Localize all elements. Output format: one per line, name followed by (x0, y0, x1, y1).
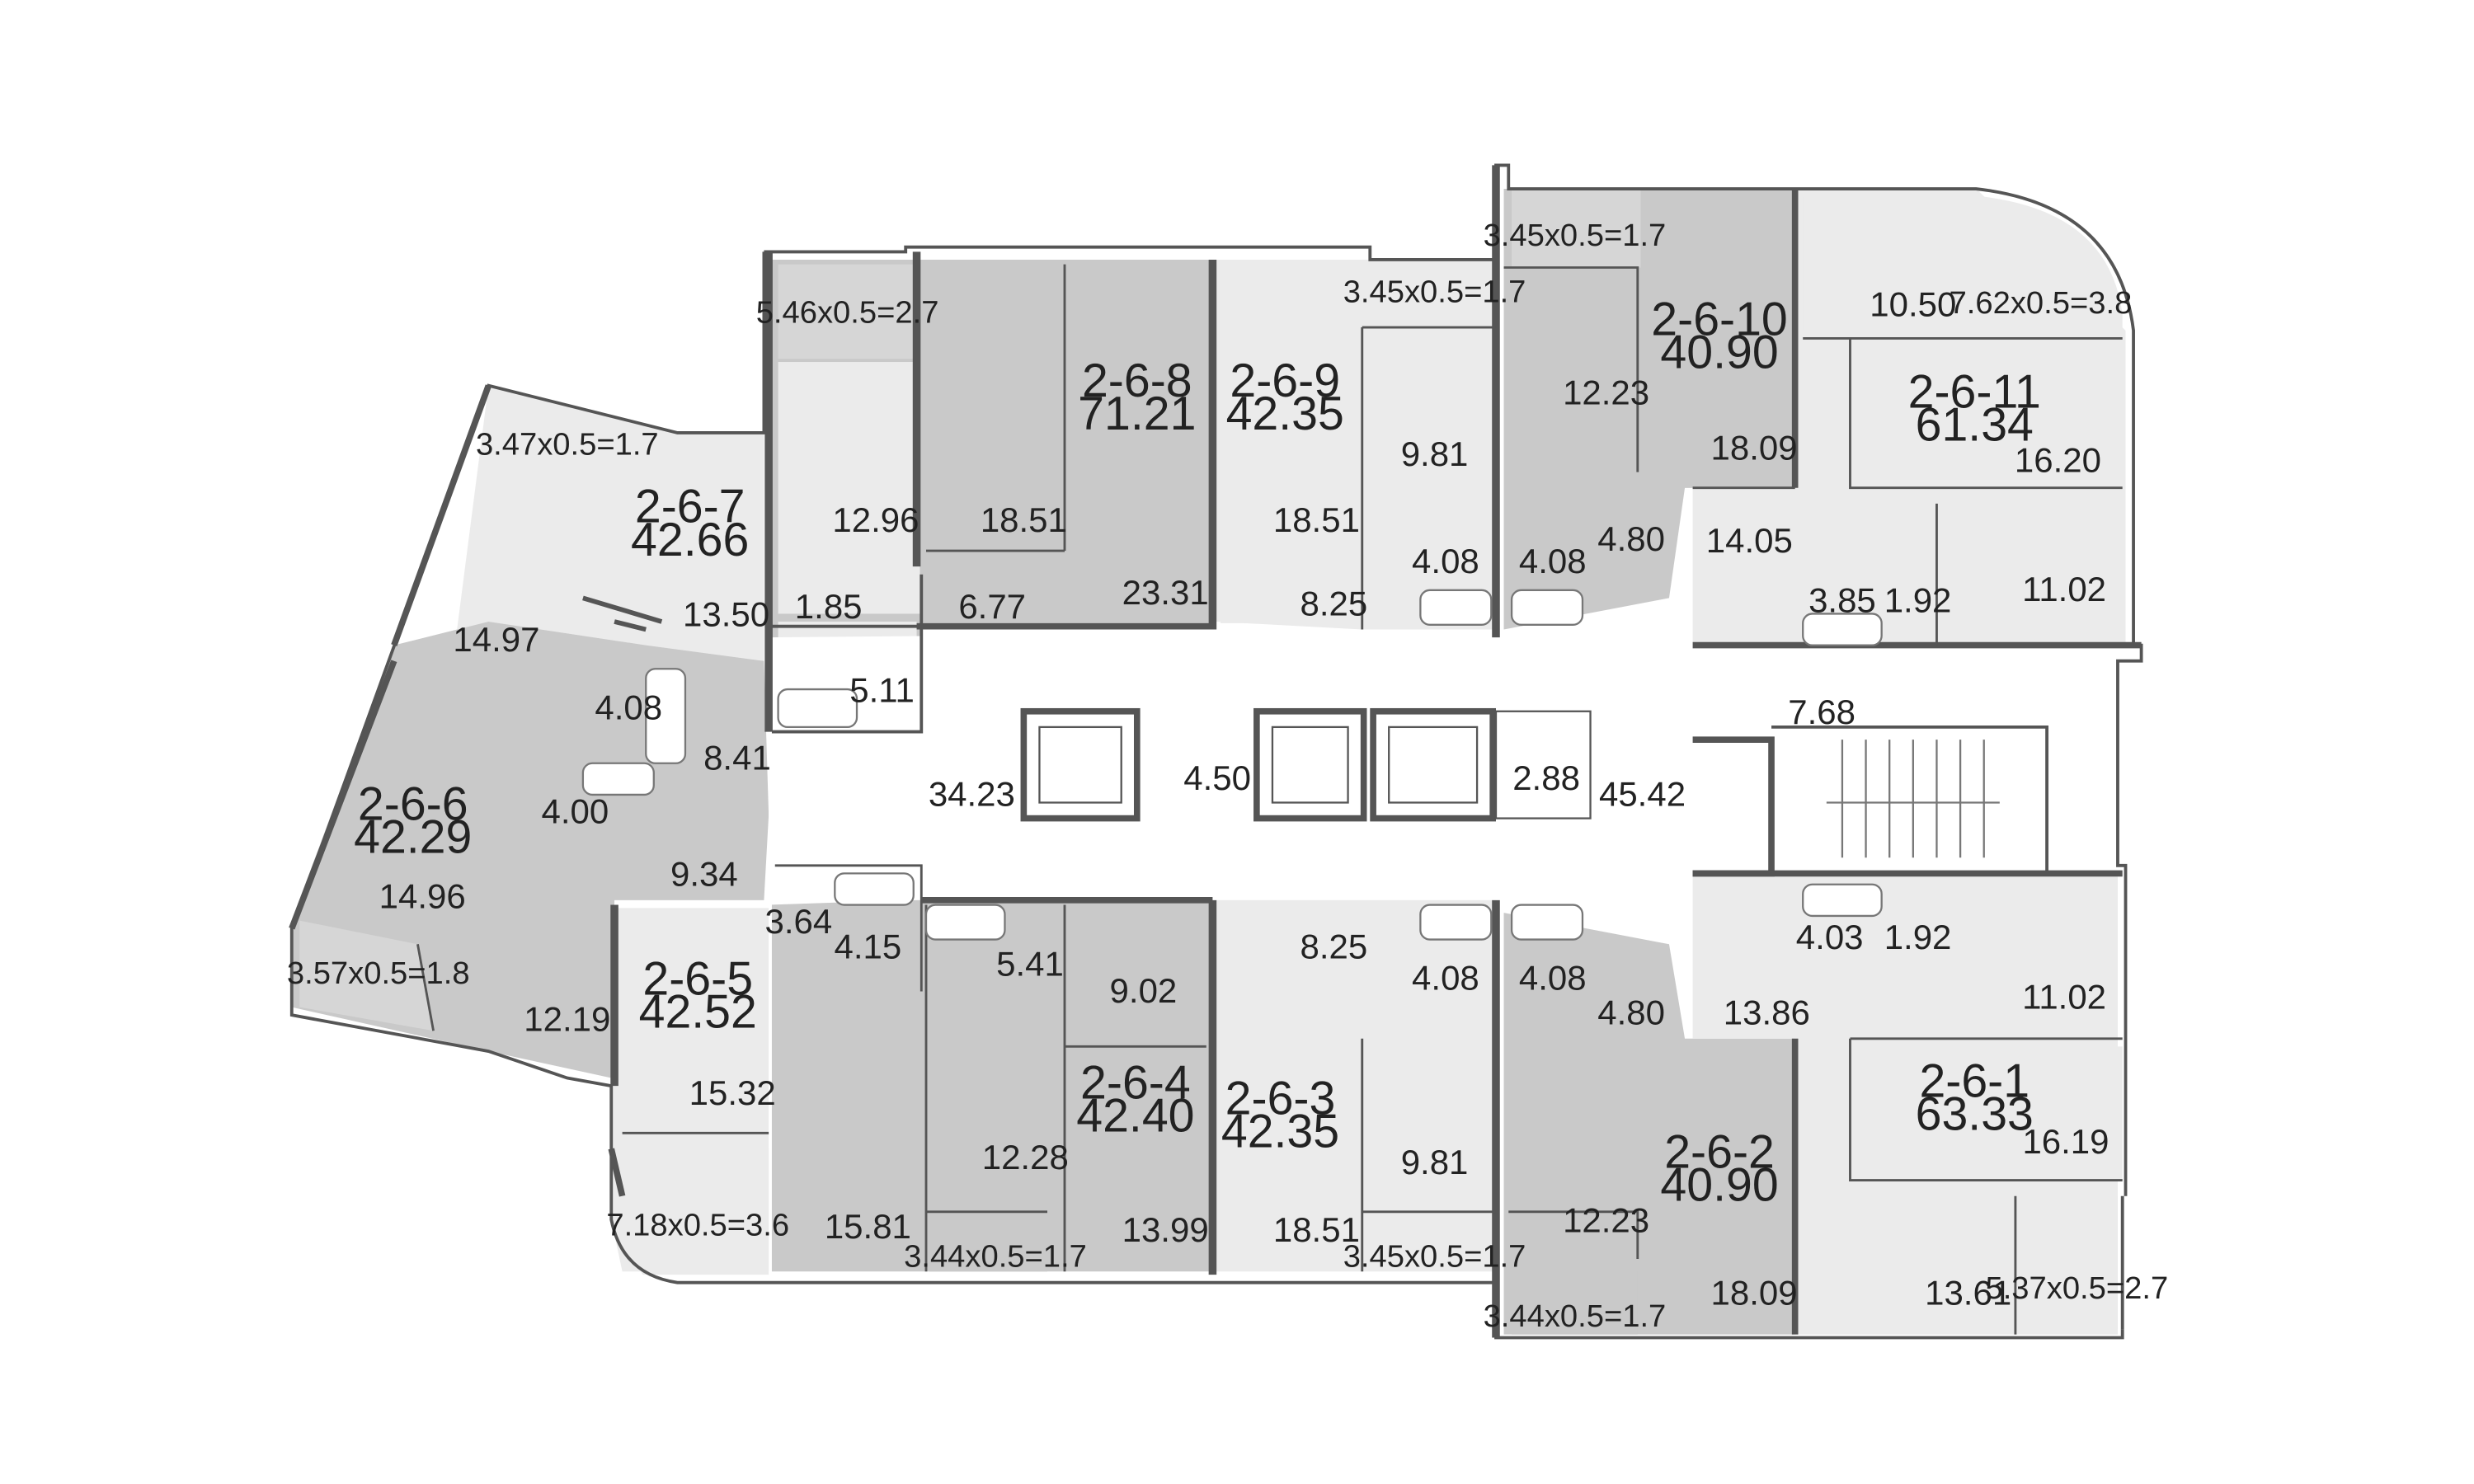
apartment-id: 2-6-8 (1082, 355, 1192, 407)
room-area: 34.23 (929, 774, 1015, 813)
room-area: 4.15 (835, 927, 902, 965)
apartment-id: 2-6-11 (1908, 365, 2041, 418)
apartment-2-6-7-area[interactable] (457, 385, 764, 661)
room-area: 14.05 (1706, 521, 1793, 560)
apartment-area: 71.21 (1078, 387, 1196, 440)
room-area: 5.41 (996, 944, 1064, 983)
room-area: 9.02 (1110, 971, 1178, 1010)
room-area: 12.28 (982, 1138, 1069, 1176)
apartment-id: 2-6-1 (1919, 1054, 2030, 1107)
apartment-area: 40.90 (1660, 1158, 1778, 1211)
room-area: 12.96 (832, 500, 919, 539)
room-area: 45.42 (1599, 774, 1686, 813)
apartment-area: 42.66 (631, 514, 749, 566)
balcony-area: 3.47x0.5=1.7 (476, 427, 659, 463)
room-area: 9.81 (1401, 1143, 1469, 1181)
room-area: 18.09 (1711, 428, 1798, 467)
balcony-area: 3.45x0.5=1.7 (1343, 274, 1526, 309)
room-area: 1.92 (1884, 581, 1952, 620)
apartment-id: 2-6-7 (635, 481, 745, 533)
room-area: 9.81 (1401, 434, 1469, 473)
apartment-2-6-3-area[interactable] (1216, 899, 1496, 1272)
apartment-area: 42.35 (1226, 387, 1344, 440)
room-area: 8.25 (1300, 927, 1368, 965)
balcony-area: 5.46x0.5=2.7 (756, 294, 939, 330)
room-area: 18.51 (1273, 1210, 1360, 1249)
room-area: 1.92 (1884, 918, 1952, 956)
corridor (769, 629, 1693, 905)
apartment-id: 2-6-3 (1225, 1072, 1336, 1125)
room-area: 4.08 (1519, 959, 1587, 998)
room-area: 18.51 (981, 500, 1067, 539)
room-area: 12.19 (524, 999, 610, 1038)
room-area: 2.88 (1512, 758, 1580, 797)
balcony-area: 7.62x0.5=3.8 (1950, 285, 2133, 321)
room-area: 4.00 (541, 791, 609, 830)
room-area: 12.23 (1563, 1201, 1649, 1240)
room-area: 4.03 (1796, 918, 1864, 956)
room-area: 4.08 (595, 688, 662, 726)
balcony-area: 3.57x0.5=1.8 (287, 956, 470, 991)
room-area: 15.32 (689, 1073, 776, 1112)
room-area: 12.23 (1563, 373, 1649, 412)
balcony-area: 3.45x0.5=1.7 (1343, 1239, 1526, 1275)
room-area: 16.20 (2015, 441, 2101, 480)
room-area: 4.80 (1597, 519, 1665, 558)
room-area: 15.81 (825, 1207, 911, 1246)
room-area: 13.61 (1925, 1273, 2011, 1312)
apartment-id: 2-6-5 (642, 952, 753, 1005)
room-area: 1.85 (795, 587, 863, 626)
room-labels: 3.47x0.5=1.7 14.97 13.50 8.41 4.08 14.96… (287, 218, 2168, 1334)
walls (289, 163, 2143, 1340)
room-area: 14.96 (379, 876, 466, 915)
room-area: 13.99 (1122, 1210, 1209, 1249)
room-area: 4.08 (1412, 959, 1479, 998)
room-area: 3.64 (765, 902, 833, 941)
balcony-area: 3.44x0.5=1.7 (904, 1239, 1087, 1275)
apartment-id: 2-6-4 (1080, 1056, 1191, 1109)
stair (1826, 740, 2000, 858)
room-area: 23.31 (1122, 573, 1209, 612)
room-area: 9.34 (670, 855, 738, 894)
apartment-area: 42.40 (1076, 1089, 1194, 1142)
room-area: 11.02 (2022, 570, 2106, 608)
room-area: 14.97 (453, 620, 539, 659)
apartment-id: 2-6-6 (358, 777, 468, 830)
apartment-area: 61.34 (1916, 398, 2034, 451)
room-area: 4.80 (1597, 993, 1665, 1032)
room-area: 8.25 (1300, 584, 1368, 622)
apartment-area: 42.52 (639, 985, 757, 1038)
elevator-core (1020, 707, 1592, 822)
balcony-area: 5.37x0.5=2.7 (1985, 1270, 2168, 1306)
room-area: 6.77 (958, 587, 1026, 626)
room-area: 18.09 (1711, 1273, 1798, 1312)
room-area: 3.85 (1808, 581, 1876, 620)
balcony-area: 3.45x0.5=1.7 (1484, 218, 1667, 253)
balcony-area: 3.44x0.5=1.7 (1484, 1298, 1667, 1334)
balcony-area: 7.18x0.5=3.6 (606, 1207, 789, 1242)
apartment-area: 63.33 (1916, 1088, 2034, 1141)
room-area: 4.08 (1519, 542, 1587, 580)
room-area: 18.51 (1273, 500, 1360, 539)
room-area: 7.68 (1788, 693, 1856, 731)
apartment-area: 42.35 (1221, 1106, 1339, 1158)
room-area: 4.50 (1183, 758, 1251, 797)
room-area: 5.11 (849, 670, 915, 709)
apartment-id: 2-6-10 (1651, 294, 1787, 346)
room-area: 11.02 (2022, 978, 2106, 1017)
apartment-labels: 2-6-1 63.33 2-6-2 40.90 2-6-3 42.35 2-6-… (354, 294, 2041, 1212)
apartment-area: 40.90 (1660, 326, 1778, 379)
room-area: 8.41 (703, 738, 771, 777)
apartment-area: 42.29 (354, 811, 472, 864)
fixtures (581, 589, 1883, 941)
room-area: 13.50 (683, 595, 769, 634)
apartment-id: 2-6-9 (1230, 355, 1340, 407)
room-area: 13.86 (1724, 993, 1810, 1032)
room-area: 10.50 (1870, 285, 1956, 324)
room-area: 16.19 (2022, 1122, 2109, 1161)
room-fills (299, 189, 2123, 1335)
room-area: 4.08 (1412, 542, 1479, 580)
apartment-id: 2-6-2 (1664, 1125, 1775, 1178)
